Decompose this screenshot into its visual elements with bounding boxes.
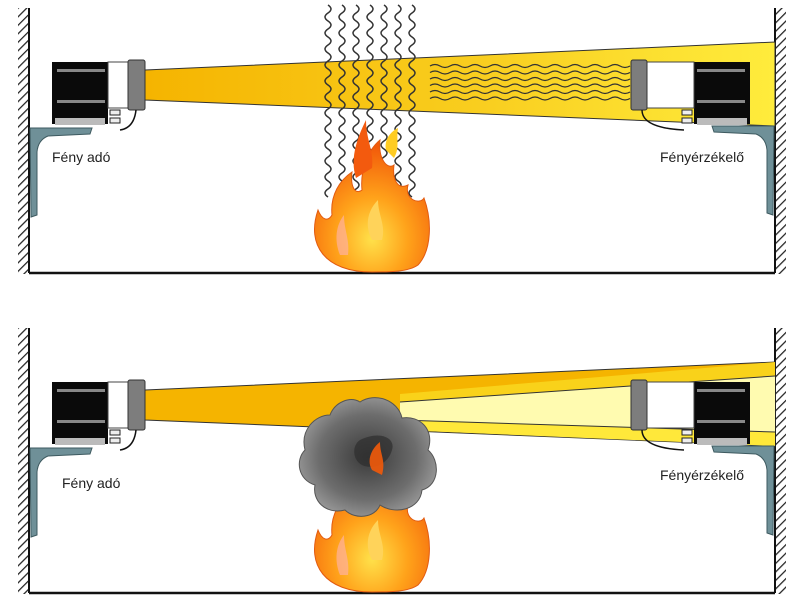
heat-wave-line [324,4,332,198]
transmitter-device-icon [51,59,146,131]
beam-distortion-line [429,63,631,69]
heat-wave-line [394,4,402,198]
beam-distortion-line [429,89,631,95]
beam-distortion-line [429,96,631,101]
heat-wave-line [408,4,416,198]
panel-smoke: Fény adó Fényérzékelő [16,326,788,596]
transmitter-bracket [29,127,93,218]
beam-distortion-lines [429,63,631,101]
beam-distortion-line [429,76,631,82]
beam-distortion-line [429,70,631,75]
heat-wave-line [338,4,346,198]
transmitter-label: Fény adó [52,149,111,165]
smoke-cloud-icon [298,397,437,517]
receiver-label: Fényérzékelő [660,149,744,165]
transmitter-device-icon [51,379,146,451]
receiver-label: Fényérzékelő [660,467,744,483]
receiver-bracket [711,125,775,216]
upper-beam-band [400,362,775,402]
transmitter-bracket [29,447,93,538]
beam-distortion-line [429,83,631,88]
receiver-bracket [711,445,775,536]
transmitter-label: Fény adó [62,475,121,491]
fire-icon [313,119,430,273]
panel-heat: Fény adó Fényérzékelő [16,4,788,276]
lower-beam-band [400,420,775,446]
